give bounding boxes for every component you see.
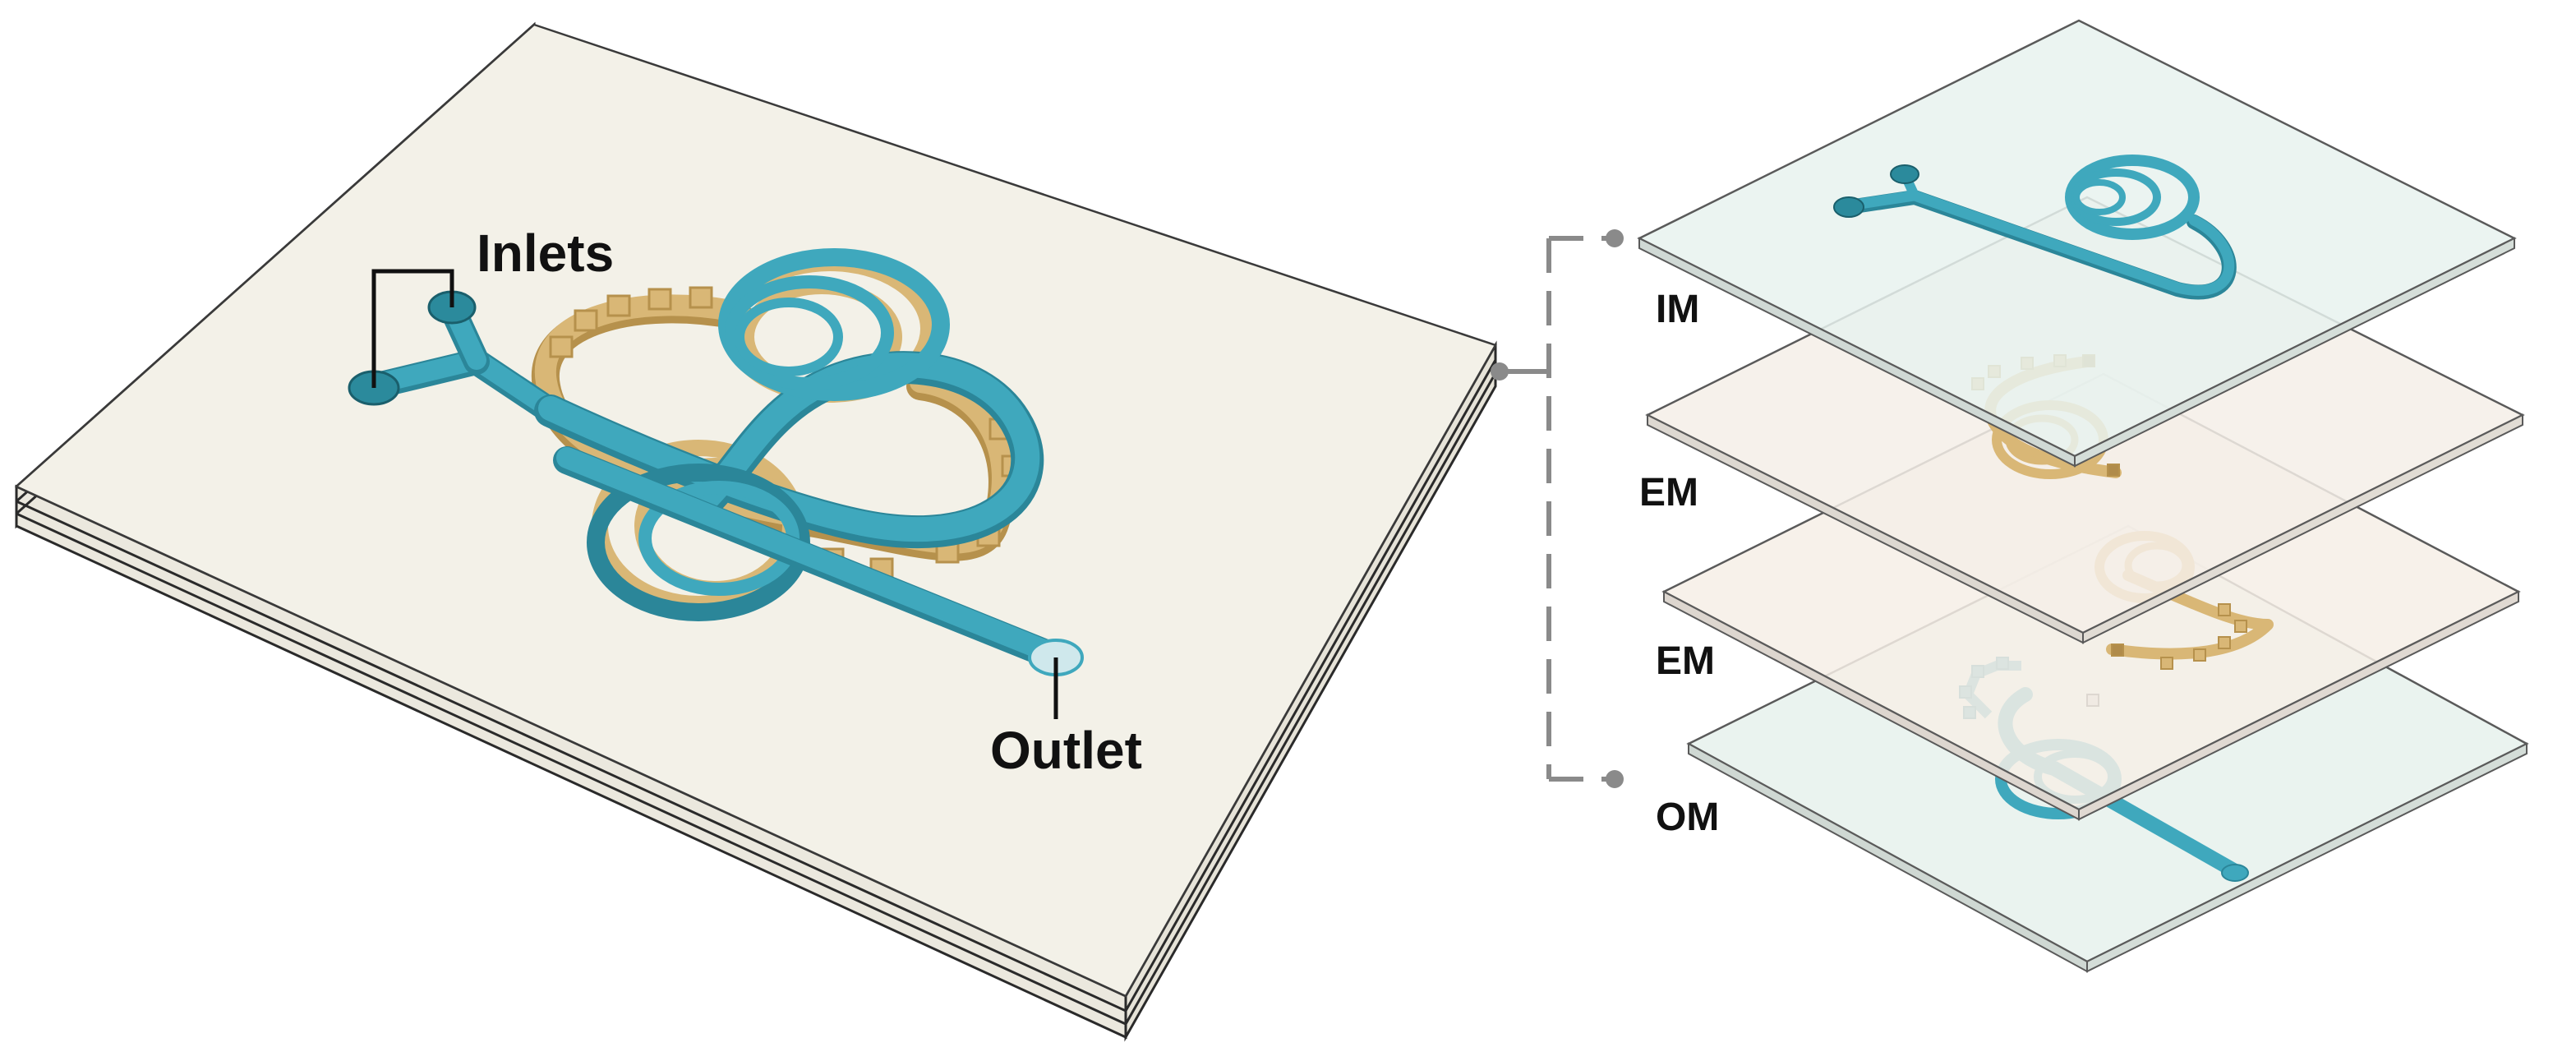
layer-im-label: IM — [1656, 288, 1699, 331]
layer-im: IM — [1637, 19, 2517, 468]
exploded-view-bracket — [1491, 229, 1624, 788]
layer-em-lower-label: EM — [1656, 639, 1715, 683]
outlet-label: Outlet — [990, 721, 1142, 780]
device-layer-line-2 — [16, 372, 1497, 1026]
device-layer-line-1 — [16, 359, 1497, 1013]
exploded-layers: OM EM — [1637, 19, 2529, 973]
inlets-label: Inlets — [477, 224, 614, 283]
layer-om-label: OM — [1656, 796, 1719, 839]
inlets-callout-line — [371, 269, 454, 388]
assembled-device: Inlets Outlet — [14, 21, 1497, 1042]
layer-em-upper-label: EM — [1639, 471, 1698, 514]
inner-layer-channel — [348, 248, 1084, 676]
